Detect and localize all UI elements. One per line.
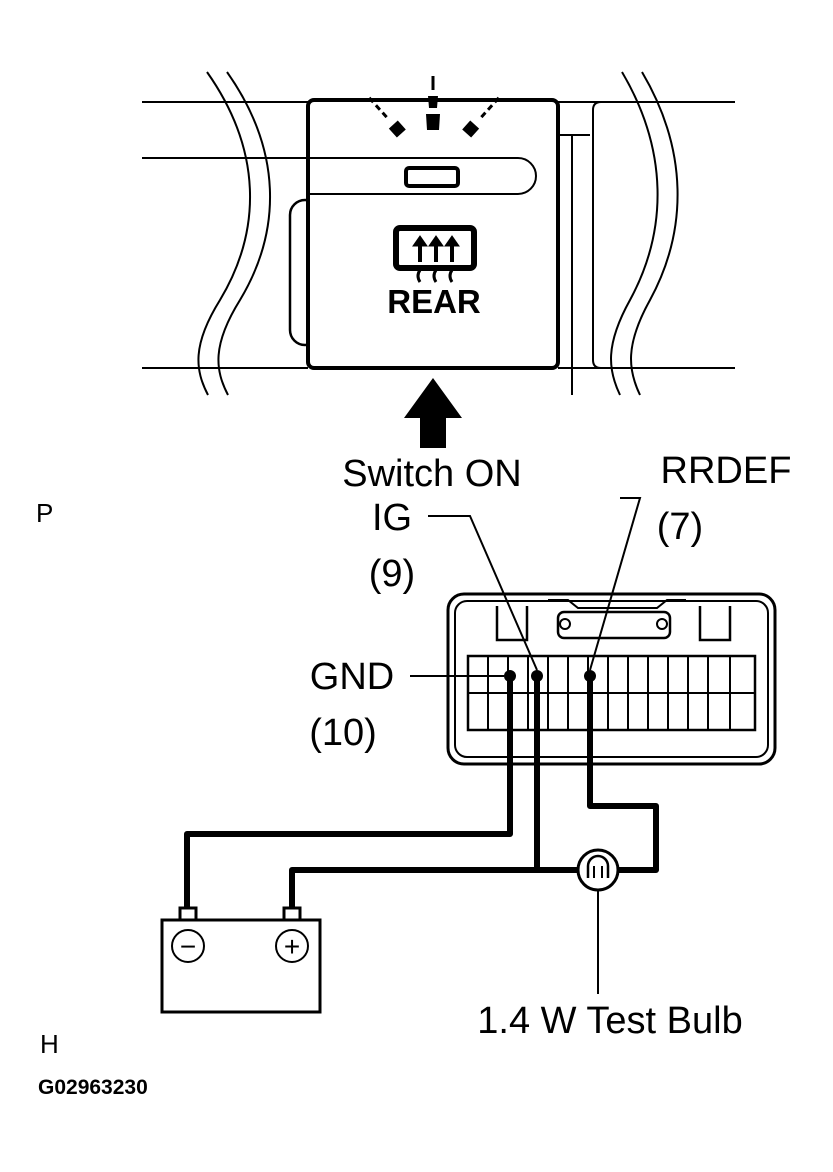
battery <box>160 906 322 1014</box>
wiring <box>184 676 659 918</box>
switch-on-label: Switch ON <box>342 453 521 495</box>
battery-positive-terminal <box>275 929 309 963</box>
corner-mark-p: P <box>36 498 53 528</box>
test-bulb-label: 1.4 W Test Bulb <box>477 1000 742 1042</box>
indicator-rays-icon <box>368 76 500 138</box>
battery-positive-sign: + <box>284 931 300 962</box>
ig-label: IG <box>372 497 412 539</box>
rear-label: REAR <box>387 283 481 320</box>
test-bulb <box>576 848 620 994</box>
figure-code: G02963230 <box>38 1076 148 1099</box>
rrdef-pin-number: (7) <box>657 506 703 548</box>
rear-defogger-icon <box>393 225 477 283</box>
leader-lines <box>410 497 642 677</box>
battery-negative-sign: − <box>180 931 196 962</box>
dash-panel <box>142 71 735 396</box>
corner-mark-h: H <box>40 1029 59 1059</box>
ig-pin-number: (9) <box>369 553 415 595</box>
gnd-label: GND <box>310 656 394 698</box>
gnd-pin-number: (10) <box>309 712 377 754</box>
rrdef-label: RRDEF <box>661 450 792 492</box>
battery-negative-terminal <box>171 929 205 963</box>
indicator-lamp <box>404 166 460 188</box>
press-arrow <box>404 378 462 448</box>
connector <box>446 592 777 766</box>
terminal-grid <box>468 656 755 730</box>
